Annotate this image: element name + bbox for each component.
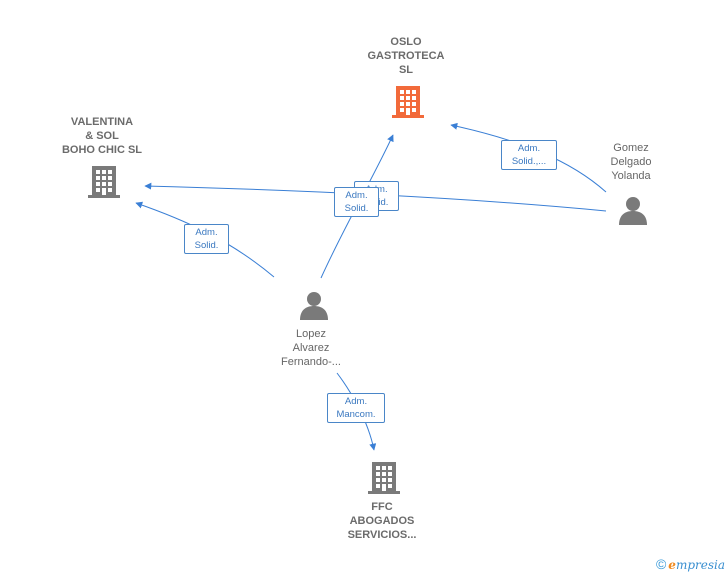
company-name-line: FFC xyxy=(371,501,393,513)
edge-label-line: Adm. xyxy=(517,143,541,154)
person-name-line: Lopez xyxy=(296,328,326,340)
edge-label-line: Solid. xyxy=(344,203,369,214)
edge-label-line: Solid.,... xyxy=(511,156,547,167)
company-label-oslo[interactable]: OSLO GASTROTECA SL xyxy=(346,35,466,77)
company-name-line: BOHO CHIC SL xyxy=(61,144,143,156)
building-icon[interactable] xyxy=(87,164,121,205)
edge-label-line: Solid. xyxy=(194,240,219,251)
person-name-line: Fernando-... xyxy=(281,356,341,368)
person-name-line: Delgado xyxy=(610,156,652,168)
person-name-line: Alvarez xyxy=(292,342,330,354)
edge-label-lopez-valentina[interactable]: Adm. Solid. xyxy=(184,224,229,254)
company-name-line: VALENTINA xyxy=(70,116,134,128)
edge-label-line: Adm. xyxy=(195,227,218,238)
edge-label-lopez-ffc[interactable]: Adm. Mancom. xyxy=(327,393,385,423)
person-name-line: Yolanda xyxy=(611,170,651,182)
edge-label-line: Mancom. xyxy=(336,409,376,420)
person-icon[interactable] xyxy=(298,290,330,325)
brand-logo-letter: e xyxy=(668,558,676,572)
company-name-line: SERVICIOS... xyxy=(347,529,417,541)
company-label-valentina[interactable]: VALENTINA & SOL BOHO CHIC SL xyxy=(42,115,162,157)
brand-name: mpresia xyxy=(675,558,725,572)
company-name-line: OSLO xyxy=(390,36,422,48)
company-name-line: & SOL xyxy=(85,130,119,142)
edge-label-lopez-oslo[interactable]: Adm. Solid. xyxy=(334,187,379,217)
building-icon[interactable] xyxy=(391,84,425,125)
company-name-line: SL xyxy=(398,64,414,76)
person-name-line: Gomez xyxy=(613,142,649,154)
edge-label-line: Adm. xyxy=(344,396,368,407)
company-label-ffc[interactable]: FFC ABOGADOS SERVICIOS... xyxy=(322,500,442,542)
person-label-lopez[interactable]: Lopez Alvarez Fernando-... xyxy=(271,327,351,369)
company-name-line: ABOGADOS xyxy=(349,515,415,527)
brand-watermark[interactable]: ©empresia xyxy=(656,556,725,572)
building-icon[interactable] xyxy=(367,460,401,501)
company-name-line: GASTROTECA xyxy=(367,50,445,62)
copyright-icon: © xyxy=(655,556,667,572)
edge-label-gomez-oslo[interactable]: Adm. Solid.,... xyxy=(501,140,557,170)
edge-label-line: Adm. xyxy=(345,190,368,201)
person-icon[interactable] xyxy=(617,195,649,230)
person-label-gomez[interactable]: Gomez Delgado Yolanda xyxy=(591,141,671,183)
